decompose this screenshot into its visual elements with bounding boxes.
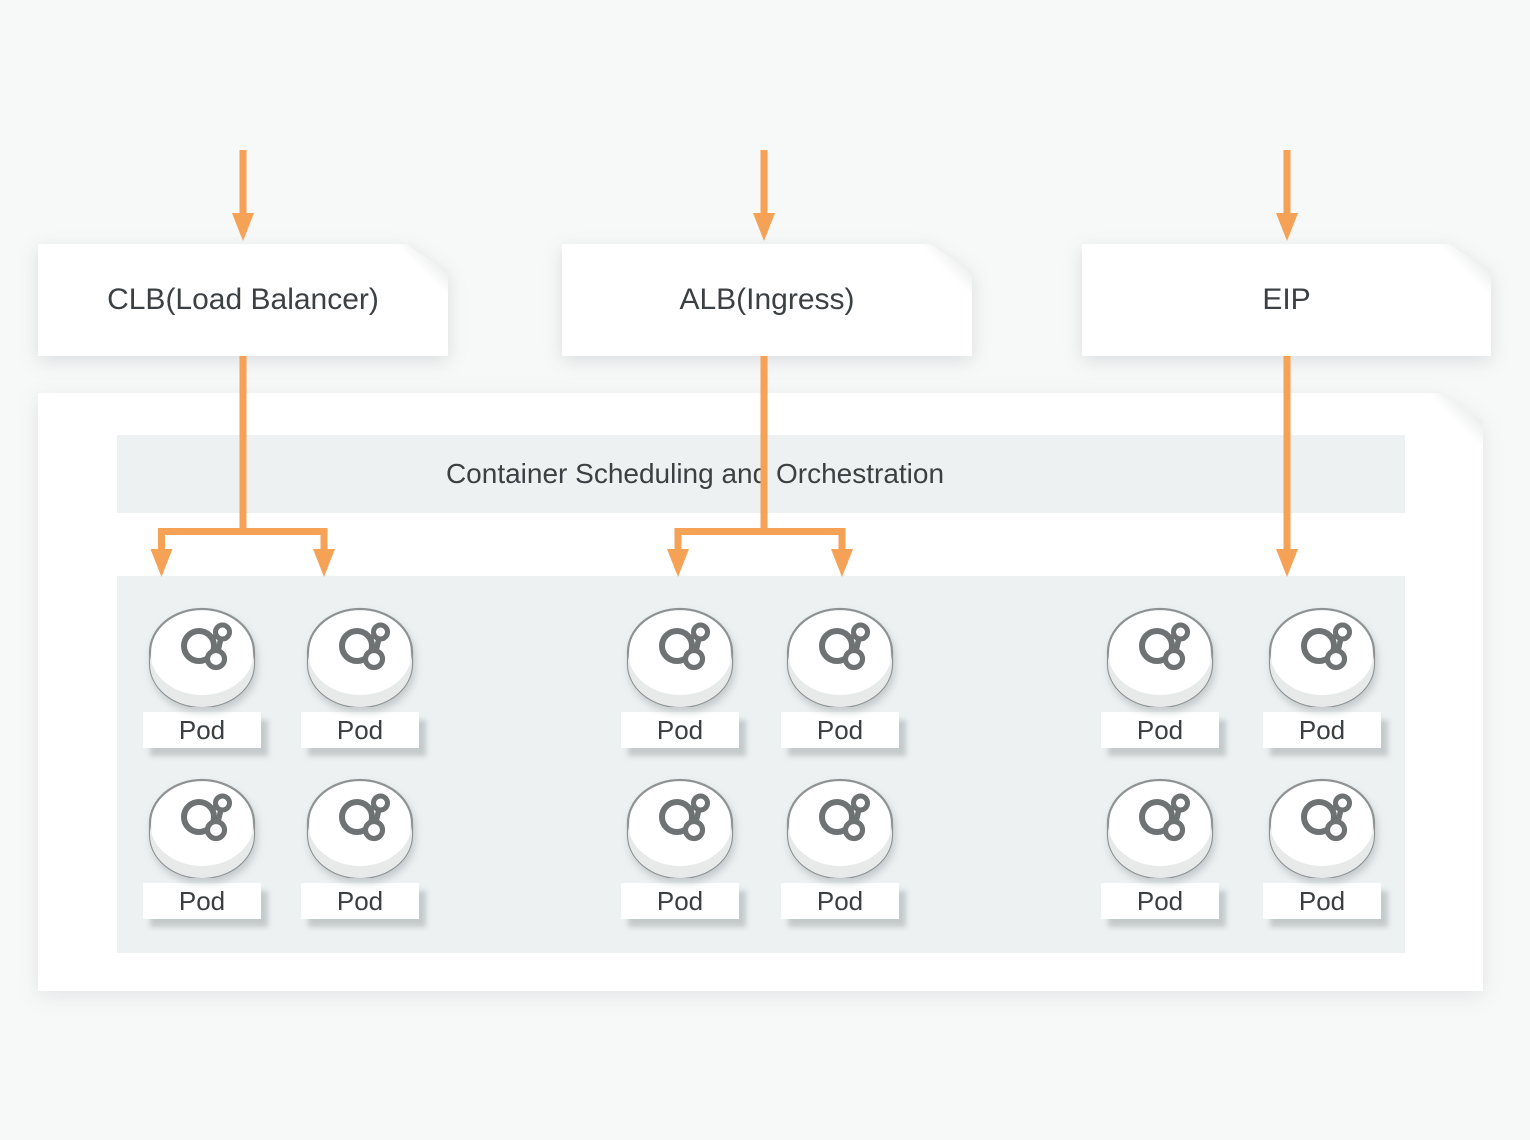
pod-node: Pod	[621, 607, 739, 748]
pod-node: Pod	[143, 778, 261, 919]
node-eip-label: EIP	[1262, 283, 1311, 316]
pod-label: Pod	[301, 712, 419, 748]
node-alb: ALB(Ingress)	[562, 244, 972, 356]
pod-label: Pod	[621, 883, 739, 919]
pod-label: Pod	[1101, 883, 1219, 919]
pod-label: Pod	[781, 712, 899, 748]
scheduler-title: Container Scheduling and Orchestration	[445, 458, 945, 489]
node-clb: CLB(Load Balancer)	[38, 244, 448, 356]
pod-disc-icon	[1105, 778, 1215, 878]
pod-node: Pod	[1263, 778, 1381, 919]
pod-label: Pod	[301, 883, 419, 919]
pod-node: Pod	[781, 607, 899, 748]
pod-label: Pod	[1263, 712, 1381, 748]
pod-node: Pod	[1263, 607, 1381, 748]
pod-node: Pod	[621, 778, 739, 919]
pod-disc-icon	[147, 778, 257, 878]
pod-disc-icon	[1267, 778, 1377, 878]
pod-node: Pod	[301, 778, 419, 919]
folded-corner	[384, 244, 448, 294]
folded-corner	[1427, 244, 1491, 294]
pod-node: Pod	[301, 607, 419, 748]
alb-inbound-arrowhead	[753, 213, 775, 241]
pod-disc-icon	[625, 607, 735, 707]
pod-label: Pod	[143, 712, 261, 748]
scheduler-header-bar: Container Scheduling and Orchestration	[117, 435, 1405, 513]
folded-corner	[1415, 393, 1483, 447]
eip-inbound-arrowhead	[1276, 213, 1298, 241]
pod-node: Pod	[781, 778, 899, 919]
clb-inbound-arrowhead	[232, 213, 254, 241]
pod-disc-icon	[1267, 607, 1377, 707]
pod-disc-icon	[625, 778, 735, 878]
pod-label: Pod	[143, 883, 261, 919]
pod-node: Pod	[1101, 607, 1219, 748]
pod-label: Pod	[1263, 883, 1381, 919]
pod-disc-icon	[785, 607, 895, 707]
node-clb-label: CLB(Load Balancer)	[107, 283, 379, 316]
node-alb-label: ALB(Ingress)	[679, 283, 855, 316]
pod-disc-icon	[1105, 607, 1215, 707]
pod-disc-icon	[305, 778, 415, 878]
pod-node: Pod	[1101, 778, 1219, 919]
pod-label: Pod	[621, 712, 739, 748]
pod-disc-icon	[785, 778, 895, 878]
pod-disc-icon	[147, 607, 257, 707]
folded-corner	[908, 244, 972, 294]
pod-node: Pod	[143, 607, 261, 748]
pod-label: Pod	[781, 883, 899, 919]
pod-label: Pod	[1101, 712, 1219, 748]
pod-disc-icon	[305, 607, 415, 707]
node-eip: EIP	[1082, 244, 1491, 356]
